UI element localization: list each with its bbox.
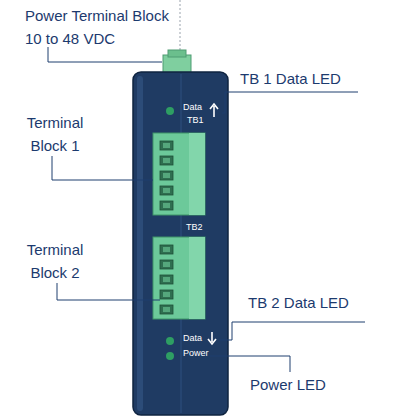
leader-line <box>210 356 290 372</box>
power-terminal-tab <box>168 50 186 57</box>
callout-label: Terminal Block 1 <box>20 111 90 157</box>
screw-head <box>163 158 170 163</box>
screw-hole <box>160 201 173 210</box>
terminal-block-side <box>189 237 205 319</box>
screw-hole <box>160 186 173 195</box>
led <box>166 352 174 360</box>
screw-head <box>163 188 170 193</box>
screw-hole <box>160 260 173 269</box>
screw-head <box>163 143 170 148</box>
screw-head <box>163 247 170 252</box>
leader-line <box>48 47 162 62</box>
leader-line <box>222 92 358 113</box>
screw-head <box>163 292 170 297</box>
screw-head <box>163 277 170 282</box>
led <box>166 337 174 345</box>
terminal-block <box>153 237 205 319</box>
screw-hole <box>160 290 173 299</box>
terminal-block-side <box>189 133 205 215</box>
device-marking: Power <box>183 348 209 359</box>
device-marking: Data <box>183 102 202 113</box>
device-marking: TB1 <box>187 115 204 126</box>
screw-head <box>163 173 170 178</box>
screw-hole <box>160 245 173 254</box>
device-marking: TB2 <box>186 222 203 233</box>
callout-label: Terminal Block 2 <box>20 238 90 284</box>
screw-hole <box>160 275 173 284</box>
screw-head <box>163 307 170 312</box>
led <box>166 107 174 115</box>
arrow-symbol <box>210 104 218 117</box>
leader-line <box>52 156 153 180</box>
screw-head <box>163 262 170 267</box>
device-marking: Data <box>183 333 202 344</box>
screw-hole <box>160 141 173 150</box>
callout-label: Power LED <box>250 376 326 394</box>
screw-hole <box>160 156 173 165</box>
device-housing <box>133 72 228 415</box>
screw-hole <box>160 171 173 180</box>
arrow-symbol <box>208 332 216 344</box>
housing-highlight <box>137 76 143 411</box>
terminal-block <box>153 133 205 215</box>
screw-hole <box>160 305 173 314</box>
callout-label: Power Terminal Block 10 to 48 VDC <box>25 4 180 50</box>
callout-label: TB 2 Data LED <box>248 294 349 312</box>
leader-line <box>220 322 365 340</box>
screw-head <box>163 203 170 208</box>
leader-line <box>57 283 160 300</box>
callout-label: TB 1 Data LED <box>240 70 341 88</box>
